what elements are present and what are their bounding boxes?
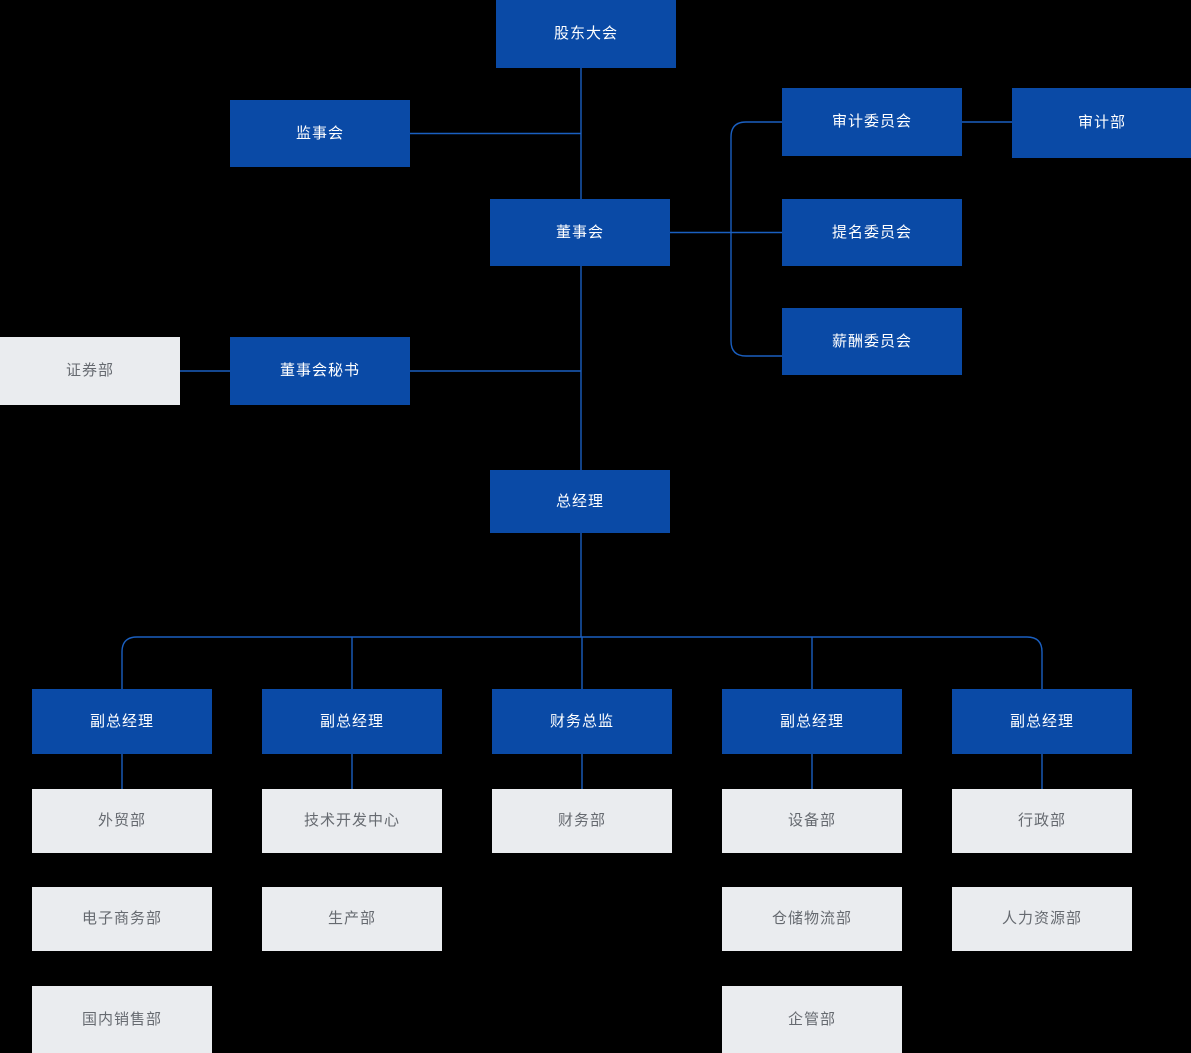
node-cfo[interactable]: 财务总监 xyxy=(492,689,672,754)
node-board-of-directors[interactable]: 董事会 xyxy=(490,199,670,266)
node-equipment-dept[interactable]: 设备部 xyxy=(722,789,902,853)
node-deputy-gm-2[interactable]: 副总经理 xyxy=(262,689,442,754)
node-deputy-gm-1[interactable]: 副总经理 xyxy=(32,689,212,754)
node-general-manager[interactable]: 总经理 xyxy=(490,470,670,533)
node-finance-dept[interactable]: 财务部 xyxy=(492,789,672,853)
node-domestic-sales-dept[interactable]: 国内销售部 xyxy=(32,986,212,1053)
node-production-dept[interactable]: 生产部 xyxy=(262,887,442,951)
edge-committee-trunk-up xyxy=(730,121,782,233)
node-nomination-committee[interactable]: 提名委员会 xyxy=(782,199,962,266)
node-deputy-gm-4[interactable]: 副总经理 xyxy=(952,689,1132,754)
node-board-secretary[interactable]: 董事会秘书 xyxy=(230,337,410,405)
node-administration-dept[interactable]: 行政部 xyxy=(952,789,1132,853)
node-tech-development-center[interactable]: 技术开发中心 xyxy=(262,789,442,853)
node-human-resources-dept[interactable]: 人力资源部 xyxy=(952,887,1132,951)
node-enterprise-mgmt-dept[interactable]: 企管部 xyxy=(722,986,902,1053)
node-audit-department[interactable]: 审计部 xyxy=(1012,88,1191,158)
node-remuneration-committee[interactable]: 薪酬委员会 xyxy=(782,308,962,375)
node-ecommerce-dept[interactable]: 电子商务部 xyxy=(32,887,212,951)
edge-committee-trunk-down xyxy=(730,232,782,357)
node-shareholders-meeting[interactable]: 股东大会 xyxy=(496,0,676,68)
node-warehouse-logistics-dept[interactable]: 仓储物流部 xyxy=(722,887,902,951)
node-securities-department[interactable]: 证券部 xyxy=(0,337,180,405)
node-deputy-gm-3[interactable]: 副总经理 xyxy=(722,689,902,754)
node-audit-committee[interactable]: 审计委员会 xyxy=(782,88,962,156)
node-supervisory-board[interactable]: 监事会 xyxy=(230,100,410,167)
edge-bus-bar xyxy=(121,636,1043,689)
node-foreign-trade-dept[interactable]: 外贸部 xyxy=(32,789,212,853)
